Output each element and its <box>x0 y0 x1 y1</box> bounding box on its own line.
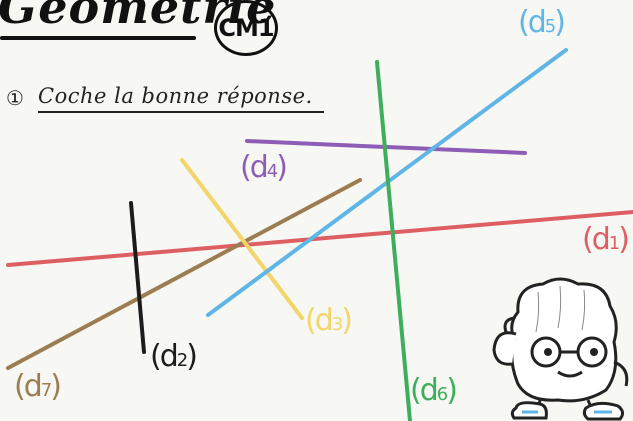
label-d5: (d5) <box>518 5 566 40</box>
instruction-underline <box>38 111 324 113</box>
line-d7 <box>6 178 362 370</box>
exercise-number: ① <box>6 86 24 110</box>
label-d2: (d2) <box>150 339 198 374</box>
level-badge: CM1 <box>214 0 278 56</box>
line-d1 <box>6 210 633 267</box>
label-d3: (d3) <box>305 303 353 338</box>
label-d4: (d4) <box>240 150 288 185</box>
label-d6: (d6) <box>410 373 458 408</box>
exercise-instruction: Coche la bonne réponse. <box>38 84 313 108</box>
line-d3 <box>180 158 304 320</box>
line-d2 <box>129 201 146 354</box>
title-underline <box>0 36 196 40</box>
mascot-illustration <box>492 277 629 421</box>
label-d1: (d1) <box>582 222 630 257</box>
label-d7: (d7) <box>14 369 62 404</box>
line-d6 <box>375 60 412 421</box>
